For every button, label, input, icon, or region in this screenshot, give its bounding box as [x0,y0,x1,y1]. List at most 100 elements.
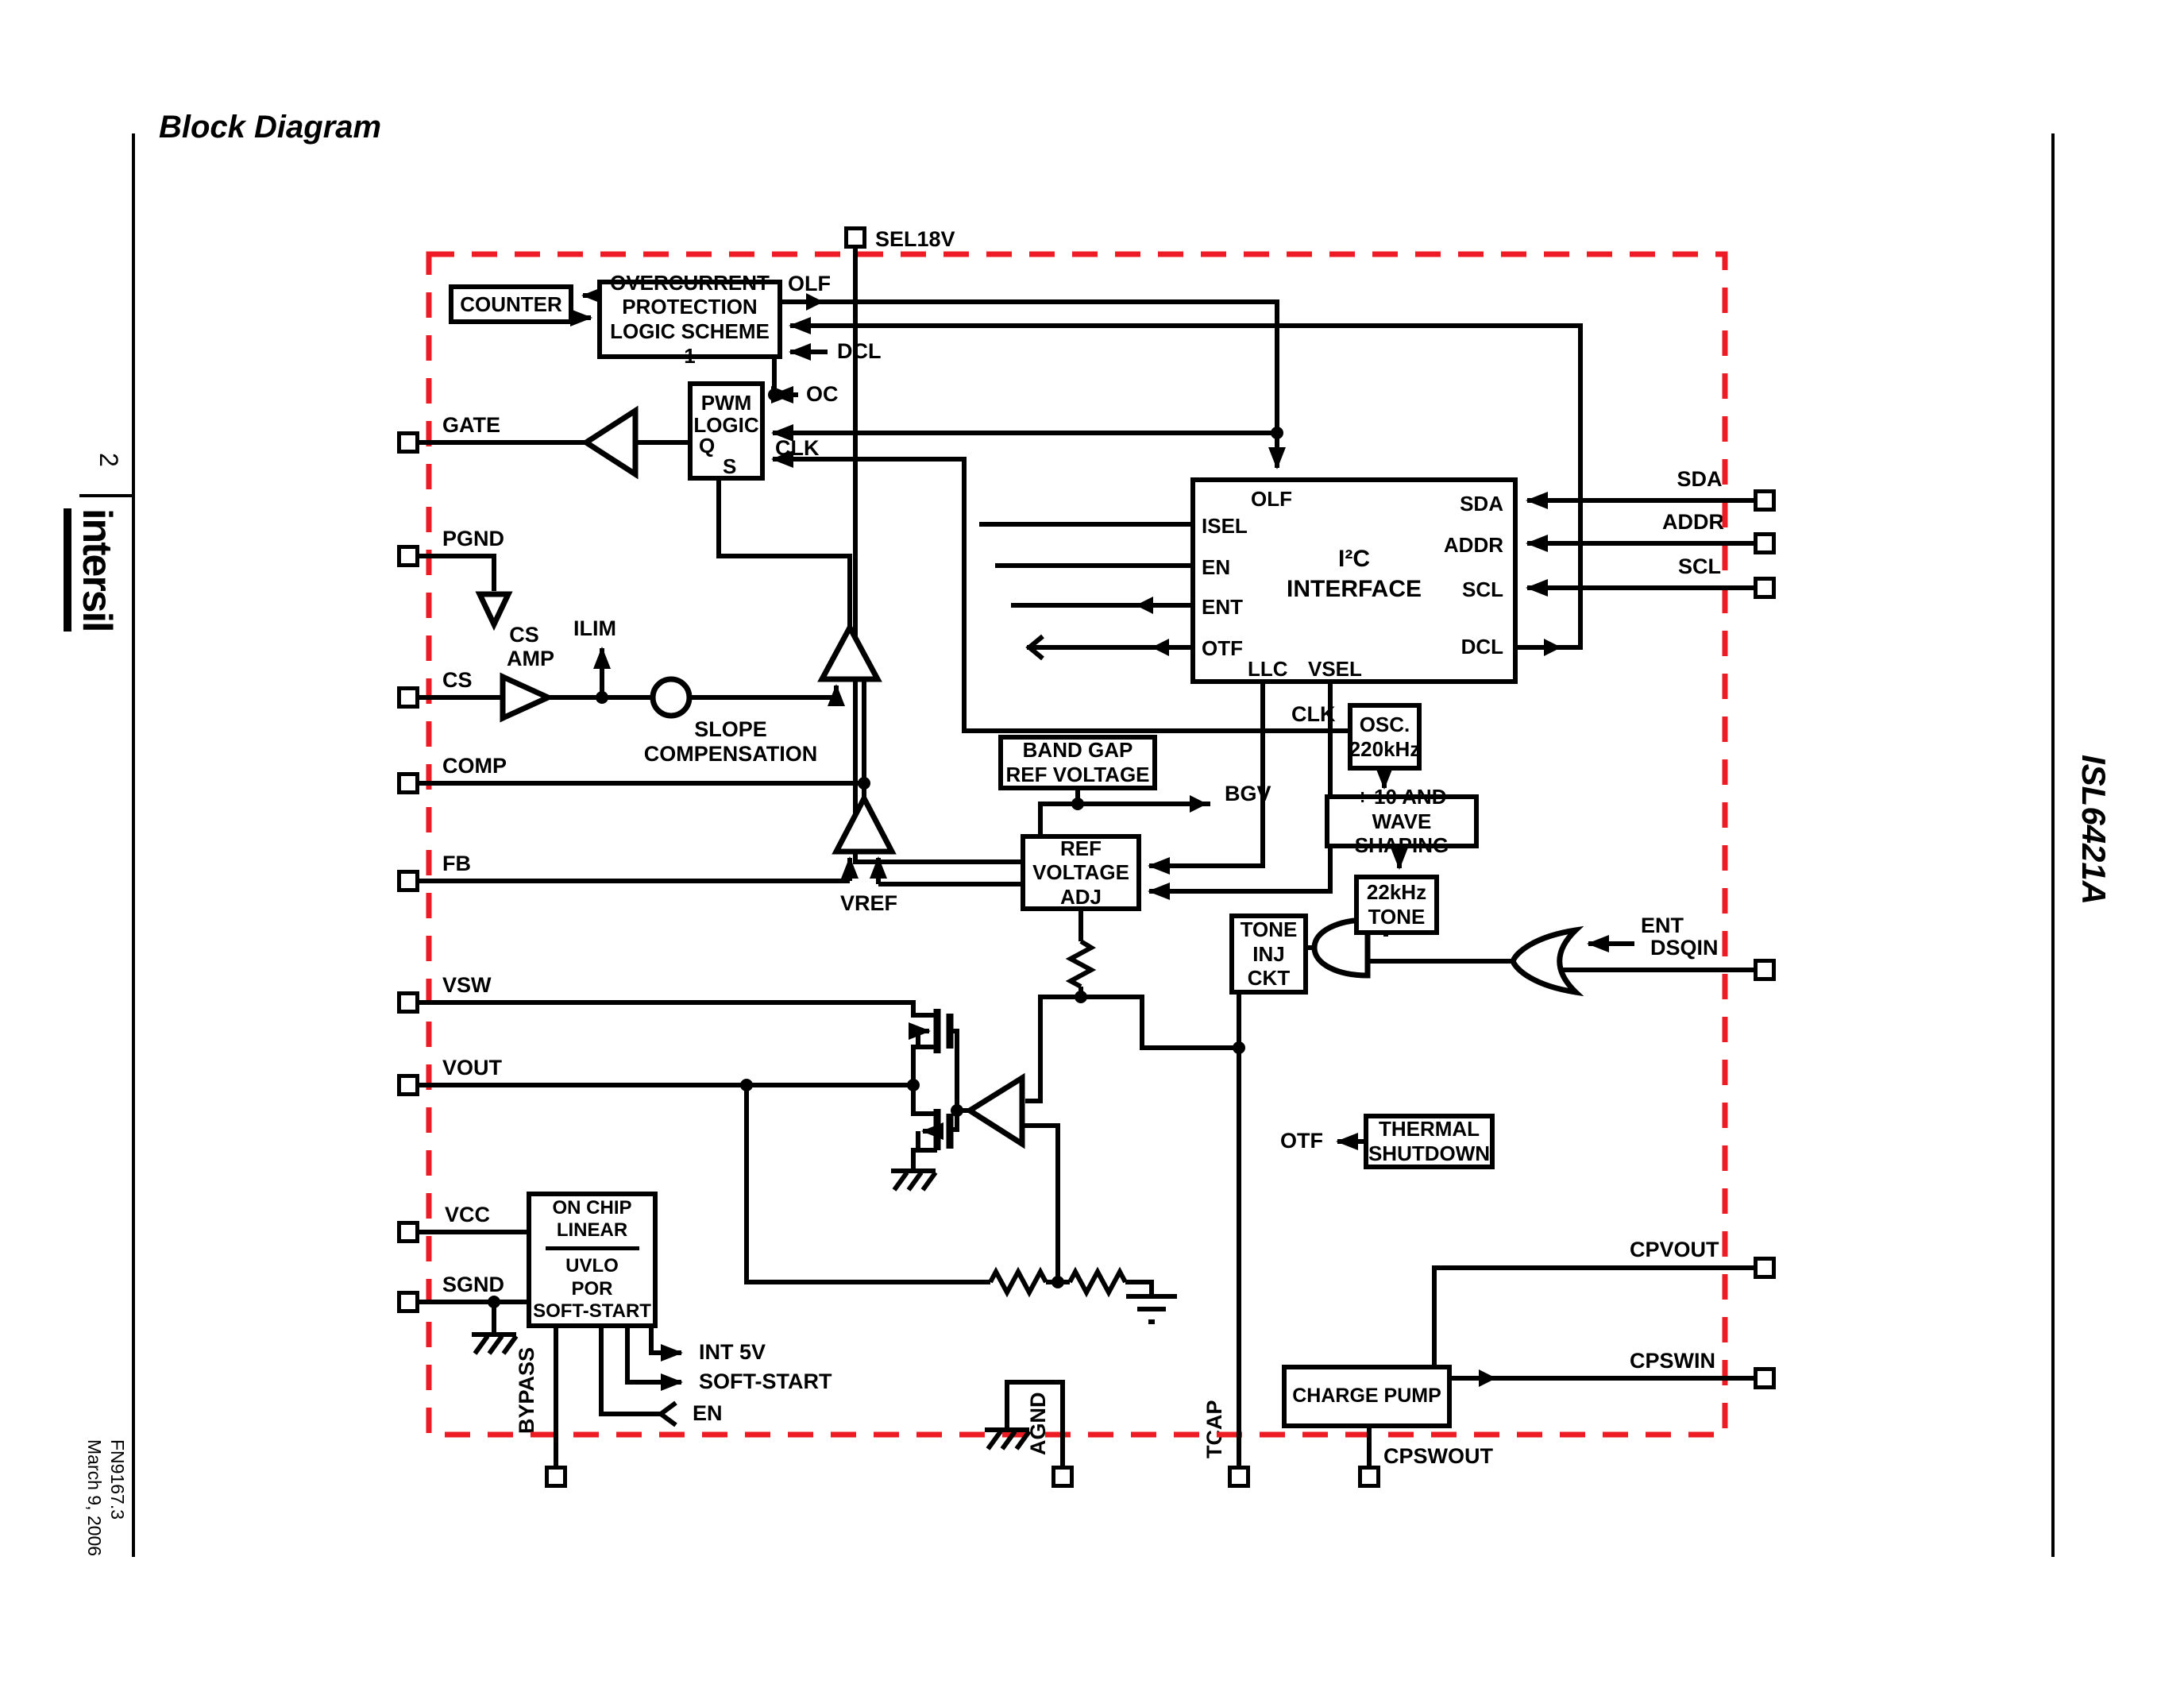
block-thermal-shutdown: THERMAL SHUTDOWN [1364,1114,1495,1169]
dcl-direction-arrow [1544,639,1561,656]
wire-divider-right [1125,1280,1154,1296]
label-pgnd: PGND [442,527,505,550]
error-amp [832,792,897,855]
block-i2c-interface: OLF ISEL EN ENT OTF LLC VSEL SDA ADDR SC… [1190,477,1518,684]
wire-cpvout [1432,1265,1754,1365]
resistor-vertical [1065,939,1097,989]
pin-scl [1754,577,1776,599]
block-ref-voltage-adj: REF VOLTAGE ADJ [1021,834,1141,911]
olf-direction-arrow [806,293,824,311]
pin-cpvout [1754,1257,1776,1279]
wire-en [599,1328,662,1416]
wire-gate-drive [950,1029,959,1132]
block-overcurrent-protection: OVERCURRENT PROTECTION LOGIC SCHEME 1 [597,271,782,368]
label-soft-start: SOFT-START [699,1369,832,1393]
sigma-summer [650,676,693,719]
label-scl: SCL [1678,554,1721,578]
divider-ground [1126,1294,1177,1324]
label-dcl: DCL [837,339,882,363]
wire-m2-src-gnd [911,1148,937,1171]
label-ilim: ILIM [573,616,616,640]
block-counter: COUNTER [449,284,573,324]
wire-divider-left [744,1085,990,1284]
right-rule [2051,133,2055,1557]
label-cpswout: CPSWOUT [1383,1444,1493,1468]
grounds [472,1168,1177,1450]
label-cs-amp-2: AMP [507,647,554,670]
pin-addr [1754,532,1776,554]
junction-dots [488,388,1283,1308]
label-vcc: VCC [445,1203,491,1226]
pin-sel18v [844,226,866,249]
pin-vsw [397,991,419,1014]
label-fb: FB [442,852,471,875]
block-oscillator: OSC. 220kHz [1348,703,1422,771]
pin-dsqin [1754,959,1776,981]
wire-llc [1148,684,1265,875]
resistor-h2 [1067,1266,1128,1298]
wire-pgnd [419,554,496,591]
wire-vsw [419,1000,934,1018]
label-dsqin: DSQIN [1650,936,1719,960]
label-olf: OLF [788,272,831,295]
pin-bypass [545,1466,567,1488]
ent-direction-arrow [1136,597,1153,614]
wire-int5v [649,1328,683,1362]
label-cs-amp-1: CS [509,623,539,647]
ic-boundary-dashed-box [426,251,1728,1438]
pin-comp [397,772,419,794]
block-on-chip-linear: ON CHIP LINEAR UVLO POR SOFT-START [527,1192,658,1328]
pin-sda [1754,489,1776,512]
wire-vsel [1148,684,1333,900]
pin-sgnd [397,1291,419,1313]
label-addr: ADDR [1662,510,1724,534]
pin-fb [397,870,419,892]
wire-sel18v [853,249,1021,864]
pin-cpswin [1754,1367,1776,1389]
symbols [475,405,1584,1149]
label-cpvout: CPVOUT [1630,1238,1719,1261]
label-ent: ENT [1641,914,1684,937]
pin-agnd [1051,1466,1074,1488]
direction-arrows [806,293,1561,1387]
pin-cpswout [1358,1466,1380,1488]
label-vout: VOUT [442,1056,503,1080]
label-sel18v: SEL18V [875,227,955,251]
label-comp: COMP [442,754,507,778]
or-gate [1510,925,1584,997]
label-vref: VREF [840,891,898,915]
pin-cs [397,686,419,709]
linear-comparator [964,1072,1025,1149]
pwm-comparator [817,621,882,682]
cpswin-direction-arrow [1479,1369,1496,1387]
label-sgnd: SGND [442,1273,505,1296]
wire-cmp3-minus [1022,1123,1060,1282]
mosfet-ground [891,1168,938,1192]
label-slope-2: COMPENSATION [643,742,818,766]
block-divider-line [545,1246,639,1251]
block-band-gap: BAND GAP REF VOLTAGE [998,735,1157,790]
en-open-arrow [656,1400,677,1427]
label-cpswin: CPSWIN [1630,1349,1715,1373]
cs-amp-triangle [500,672,555,723]
wire-tone-tap [1081,995,1239,1050]
pgnd-open-arrow [475,591,513,632]
page-number-tick [79,494,132,497]
label-gate: GATE [442,413,500,437]
bgv-direction-arrow [1190,795,1207,813]
wire-softstart [625,1328,683,1391]
agnd-ground [985,1427,1032,1450]
wire-clk [771,450,1348,733]
wire-cmp3-plus [1025,987,1083,1103]
label-vsw: VSW [442,973,492,997]
nets [419,249,1754,1466]
otf-direction-arrow [1152,639,1169,656]
wire-bg-to-refadj [1038,802,1078,834]
block-tone-inj-ckt: TONE INJ CKT [1229,914,1308,995]
otf-open-arrow [1025,634,1044,661]
block-22khz-tone: 22kHz TONE [1354,875,1439,935]
block-pwm-logic: PWM LOGIC Q S [688,381,765,481]
label-otf: OTF [1280,1129,1323,1153]
block-charge-pump: CHARGE PUMP [1282,1365,1452,1428]
